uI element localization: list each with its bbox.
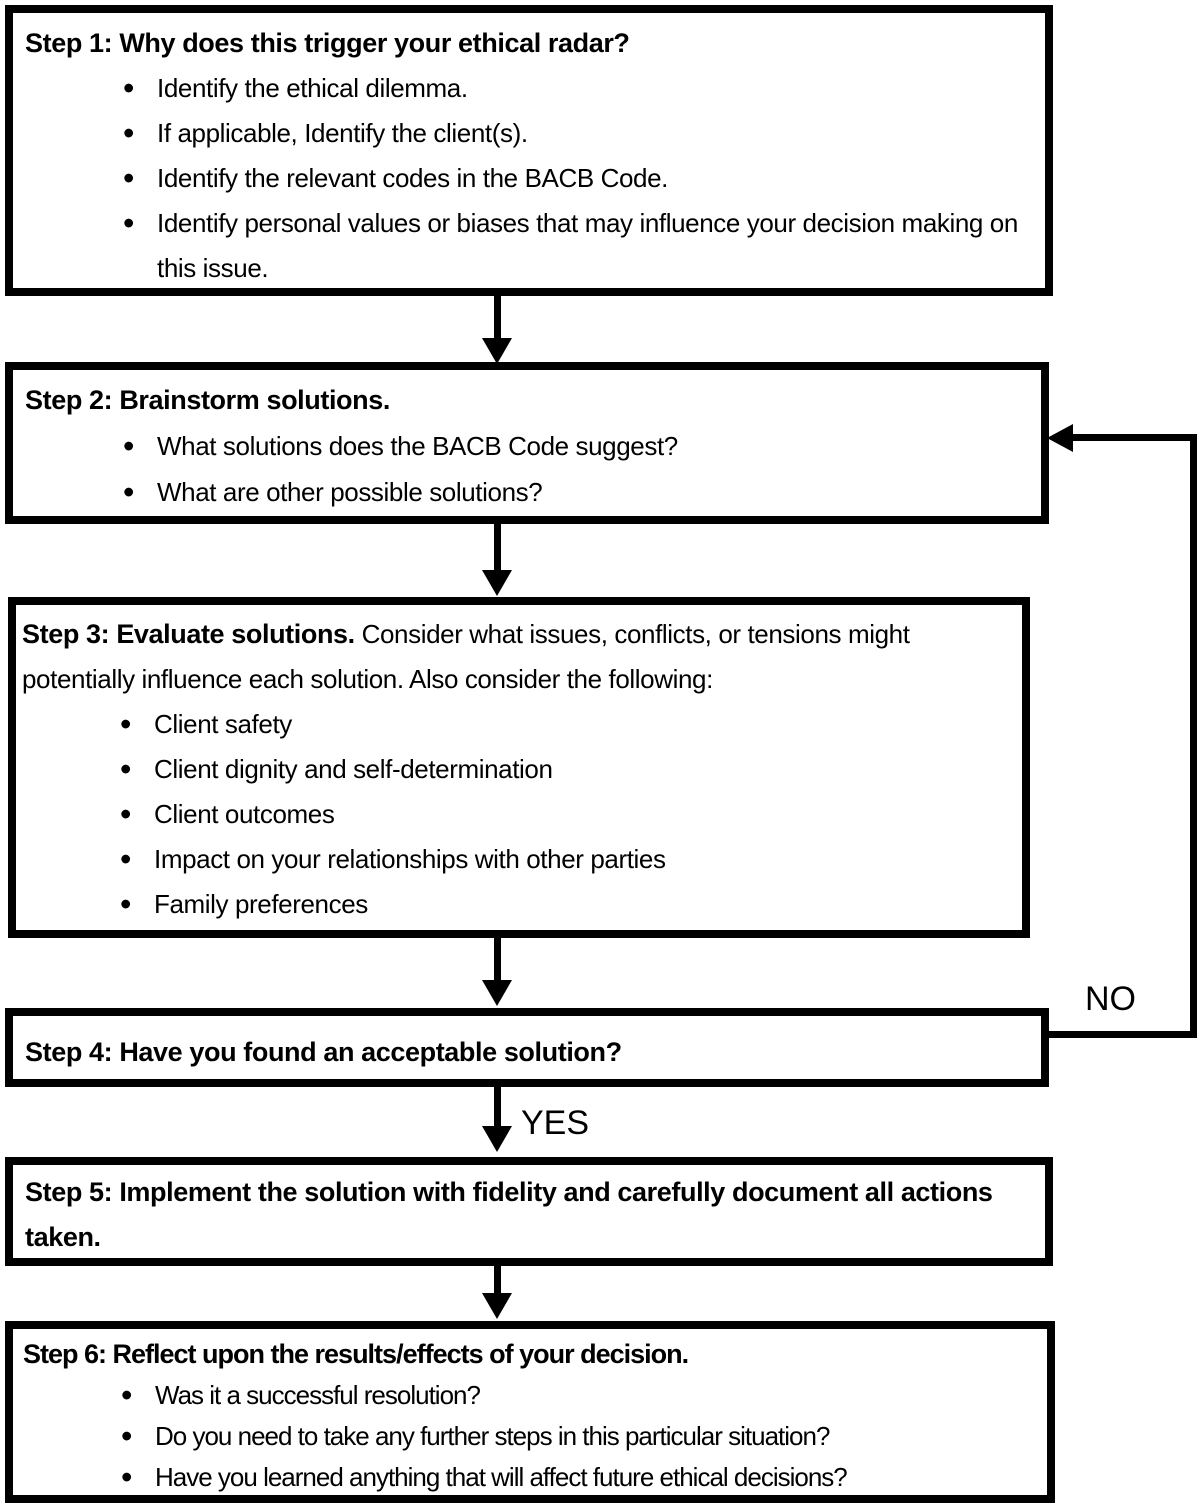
- step-3-bullet: Client dignity and self-determination: [112, 747, 1014, 792]
- step-2-title: Step 2: Brainstorm solutions.: [25, 385, 390, 415]
- no-loop-top-line: [1072, 434, 1197, 441]
- connector-step2-step3-line: [494, 524, 501, 572]
- step-4-box: Step 4: Have you found an acceptable sol…: [5, 1008, 1049, 1087]
- step-1-bullet-list: Identify the ethical dilemma. If applica…: [115, 66, 1035, 291]
- connector-step4-step5-line: [494, 1087, 501, 1129]
- arrow-left-into-step2-icon: [1047, 424, 1073, 452]
- step-3-bullet: Client outcomes: [112, 792, 1014, 837]
- connector-step1-step2-line: [494, 296, 501, 342]
- step-6-bullet: Was it a successful resolution?: [113, 1375, 1039, 1416]
- connector-step5-step6-line: [494, 1266, 501, 1296]
- step-6-bullet-list: Was it a successful resolution? Do you n…: [113, 1375, 1039, 1498]
- step-2-box: Step 2: Brainstorm solutions. What solut…: [5, 362, 1049, 524]
- step-2-bullet-list: What solutions does the BACB Code sugges…: [115, 423, 1031, 515]
- no-loop-bottom-line: [1049, 1031, 1197, 1038]
- step-6-bullet: Do you need to take any further steps in…: [113, 1416, 1039, 1457]
- step-1-box: Step 1: Why does this trigger your ethic…: [5, 5, 1053, 296]
- no-loop-vertical-line: [1190, 434, 1197, 1038]
- step-4-title: Step 4: Have you found an acceptable sol…: [25, 1037, 622, 1067]
- step-1-bullet: Identify the relevant codes in the BACB …: [115, 156, 1035, 201]
- step-6-bullet: Have you learned anything that will affe…: [113, 1457, 1039, 1498]
- arrow-down-step1-step2-icon: [482, 338, 512, 364]
- step-3-box: Step 3: Evaluate solutions. Consider wha…: [8, 597, 1030, 938]
- arrow-down-step3-step4-icon: [482, 980, 512, 1006]
- arrow-down-step5-step6-icon: [482, 1293, 512, 1319]
- step-6-box: Step 6: Reflect upon the results/effects…: [5, 1321, 1055, 1503]
- step-3-bullet-list: Client safety Client dignity and self-de…: [112, 702, 1014, 927]
- step-5-box: Step 5: Implement the solution with fide…: [5, 1157, 1053, 1266]
- yes-label: YES: [521, 1104, 590, 1142]
- step-3-description: Consider what issues, conflicts, or tens…: [22, 619, 910, 694]
- step-5-title: Step 5: Implement the solution with fide…: [25, 1177, 993, 1252]
- step-2-bullet: What are other possible solutions?: [115, 469, 1031, 515]
- step-3-bullet: Client safety: [112, 702, 1014, 747]
- step-2-bullet: What solutions does the BACB Code sugges…: [115, 423, 1031, 469]
- step-1-bullet: If applicable, Identify the client(s).: [115, 111, 1035, 156]
- step-3-paragraph: Step 3: Evaluate solutions. Consider wha…: [22, 612, 1014, 702]
- arrow-down-step2-step3-icon: [482, 570, 512, 596]
- step-3-title: Step 3: Evaluate solutions.: [22, 619, 355, 649]
- step-3-bullet: Family preferences: [112, 882, 1014, 927]
- step-1-title: Step 1: Why does this trigger your ethic…: [25, 28, 630, 58]
- step-3-bullet: Impact on your relationships with other …: [112, 837, 1014, 882]
- step-6-title: Step 6: Reflect upon the results/effects…: [23, 1339, 689, 1369]
- step-1-bullet: Identify personal values or biases that …: [115, 201, 1035, 291]
- arrow-down-step4-step5-icon: [482, 1126, 512, 1152]
- step-1-bullet: Identify the ethical dilemma.: [115, 66, 1035, 111]
- connector-step3-step4-line: [494, 938, 501, 984]
- no-label: NO: [1085, 980, 1136, 1018]
